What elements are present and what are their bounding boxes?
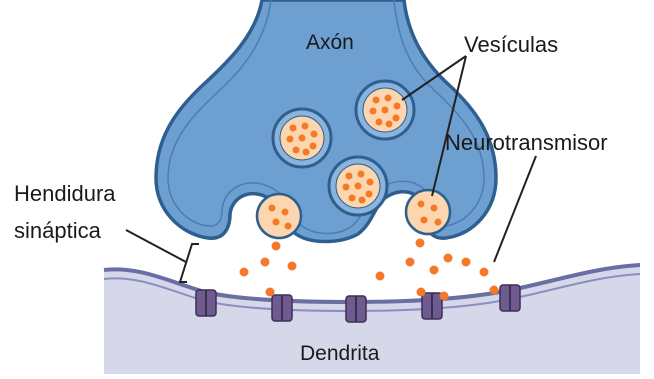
vesicle: [273, 109, 331, 167]
neurotransmitter-leader: [494, 156, 536, 262]
cleft-label-line2: sináptica: [14, 218, 102, 243]
vesicle-fusing: [257, 194, 301, 238]
neurotransmitter-dots: [240, 239, 499, 301]
vesicle: [329, 157, 387, 215]
dendrite-label: Dendrita: [300, 342, 380, 365]
receptor: [196, 290, 216, 316]
vesicle: [356, 81, 414, 139]
neurotransmitter-label: Neurotransmisor: [445, 130, 608, 155]
receptor: [346, 296, 366, 322]
receptor: [422, 293, 442, 319]
cleft-label-line1: Hendidura: [14, 181, 116, 206]
receptor: [500, 285, 520, 311]
vesicle-fusing: [406, 190, 450, 234]
axon-label: Axón: [306, 31, 354, 54]
receptor: [272, 295, 292, 321]
vesicles-label: Vesículas: [464, 32, 558, 57]
